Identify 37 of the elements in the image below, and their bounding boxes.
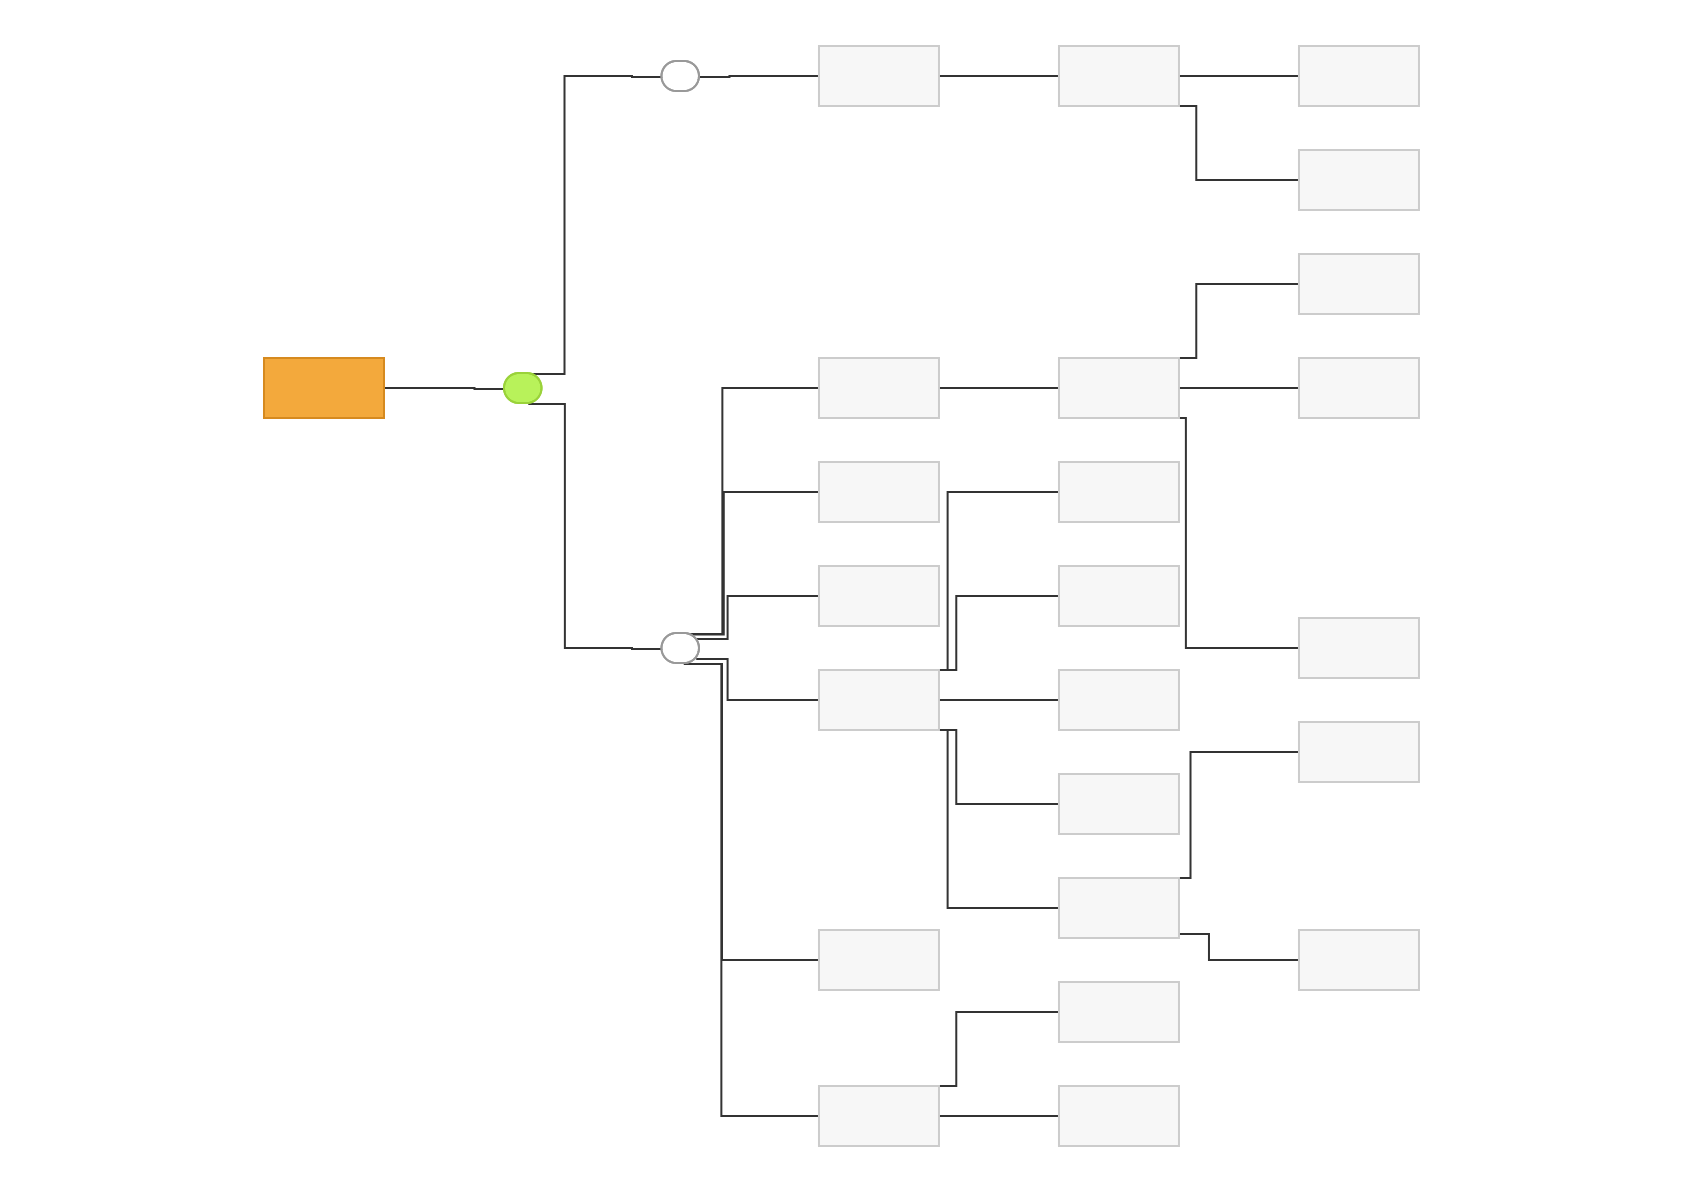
connector bbox=[695, 594, 821, 640]
connector bbox=[938, 74, 1061, 76]
connector bbox=[1178, 932, 1301, 960]
node-box bbox=[1058, 980, 1181, 1042]
connector bbox=[383, 386, 507, 389]
node-box bbox=[1298, 356, 1421, 418]
node-box bbox=[818, 44, 941, 106]
connector bbox=[938, 386, 1061, 388]
connector bbox=[527, 401, 664, 649]
node-box bbox=[1058, 44, 1181, 106]
connector bbox=[699, 74, 821, 77]
node-box bbox=[1298, 720, 1421, 782]
node-box bbox=[1058, 460, 1181, 522]
node-box bbox=[818, 668, 941, 730]
node-box bbox=[1058, 772, 1181, 834]
node-box bbox=[818, 1084, 941, 1146]
connector bbox=[1178, 386, 1301, 388]
node-box bbox=[1298, 44, 1421, 106]
node-box bbox=[818, 564, 941, 626]
node-box bbox=[818, 928, 941, 990]
connector bbox=[683, 662, 821, 1116]
node-box bbox=[263, 356, 386, 418]
node-box bbox=[1298, 148, 1421, 210]
node-box bbox=[818, 356, 941, 418]
connector bbox=[938, 1114, 1061, 1116]
node-box bbox=[1058, 564, 1181, 626]
node-box bbox=[1058, 876, 1181, 938]
node-box bbox=[1298, 616, 1421, 678]
connector bbox=[695, 656, 821, 700]
connector bbox=[1178, 74, 1301, 76]
node-box bbox=[1298, 252, 1421, 314]
node-box bbox=[1298, 928, 1421, 990]
node-box bbox=[1058, 1084, 1181, 1146]
connector bbox=[938, 698, 1061, 700]
node-box bbox=[1058, 356, 1181, 418]
node-box bbox=[818, 460, 941, 522]
node-box bbox=[1058, 668, 1181, 730]
